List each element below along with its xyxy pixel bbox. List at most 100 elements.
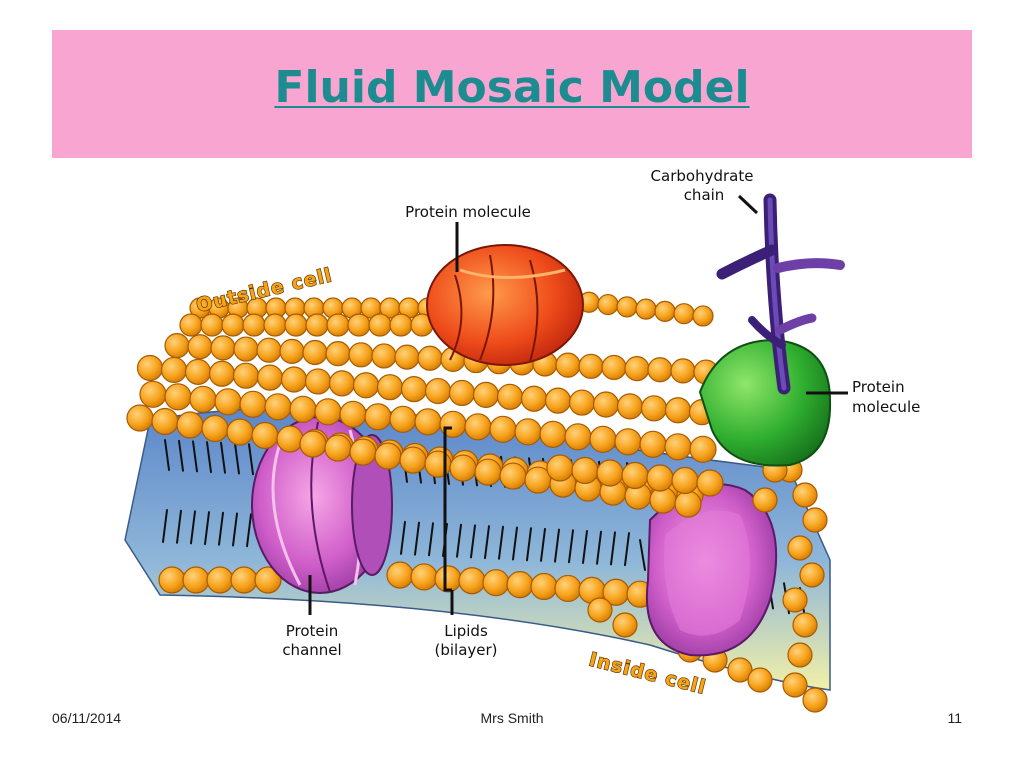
lipid-head [624,356,650,382]
slide-date: 06/11/2014 [52,710,122,726]
lipid-head [670,358,696,384]
lipid-head [239,390,267,418]
lipid-tail [526,527,532,562]
lipid-head [136,354,164,382]
lipid-tail [204,511,210,546]
label-protein-molecule-right-line2: molecule [852,398,920,416]
lipid-head [305,313,329,337]
lipid-head [176,411,204,439]
lipid-head [233,336,259,362]
lipid-head [214,388,242,416]
protein-molecule-red [426,244,584,366]
lipid-head [304,368,332,395]
lipid-head [139,380,167,408]
lipid-head [689,435,717,463]
label-lipids-line1: Lipids [444,622,488,640]
slide-title: Fluid Mosaic Model [274,62,750,113]
lipid-head [564,423,592,451]
lipid-head [612,612,638,638]
lipid-head [482,569,510,597]
lipid-head [674,490,702,518]
lipid-head [546,454,574,482]
lipid-tail [234,442,240,475]
lipid-head [616,296,638,318]
lipid-head [472,381,500,408]
label-protein-channel-line1: Protein [286,622,339,640]
lipid-head [349,438,377,466]
lipid-head [424,377,452,405]
lipid-head [394,344,420,370]
lipid-head [597,293,619,316]
lipid-head [256,337,282,363]
lipid-tail [206,441,212,474]
lipid-head [184,358,212,385]
lipid-head [514,418,542,446]
lipid-head [347,313,371,337]
lipid-head [727,657,753,683]
lipid-head [578,353,604,379]
lipid-tail [162,509,168,543]
lipid-head [489,415,517,443]
lipid-head [200,313,224,337]
lipid-head [692,305,714,327]
lipid-head [449,454,477,482]
lipid-head [284,313,308,337]
lipid-tail [414,521,420,556]
lipid-head [364,403,392,431]
lipid-head [263,313,287,337]
lipid-tail [400,520,406,555]
lipid-head [158,566,186,594]
lipid-head [747,667,773,693]
slide-page-number: 11 [947,710,962,726]
lipid-head [635,298,657,320]
lipid-head [799,562,825,588]
label-protein-channel-line2: channel [282,641,341,659]
lipid-heads-outer-layer [126,291,828,713]
lipid-tail [428,522,434,557]
lipid-head [673,303,695,325]
lipid-head [226,418,254,446]
lipid-head [616,393,644,420]
lipid-head [571,456,599,485]
lipid-head [544,387,572,414]
lipid-head [164,333,190,359]
lipid-head [368,313,392,337]
lipid-tail [610,531,616,566]
lipid-head [221,313,245,337]
lipid-head [614,428,642,456]
lipid-head [348,342,374,368]
lipid-head [792,612,818,638]
lipid-head [654,300,676,322]
label-protein-molecule-top: Protein molecule [405,203,531,221]
lipid-head [279,338,305,364]
lipid-head [371,343,397,369]
lipid-head [664,397,692,424]
lipid-head [802,687,828,713]
label-lipids-line2: (bilayer) [434,641,497,659]
lipid-head [179,313,203,337]
lipid-head [787,535,813,561]
lipid-head [289,395,317,423]
lipid-head [554,574,582,603]
lipid-head [189,385,217,413]
lipid-tail [178,439,184,472]
lipid-head [256,364,284,391]
lipid-head [782,587,808,613]
lipid-head [242,313,266,337]
lipid-head [458,567,486,595]
protein-molecule-green [698,338,832,467]
lipid-head [276,425,304,453]
lipid-head [646,464,674,492]
lipid-tail [639,539,646,571]
lipid-head [621,461,649,490]
lipid-head [647,357,673,383]
lipid-tail [540,527,546,562]
lipid-head [376,374,404,401]
lipid-head [601,354,627,381]
lipid-head [299,430,327,458]
lipid-head [328,370,356,397]
lipid-head [232,362,260,389]
lipid-tail [246,513,252,548]
lipid-head [792,482,818,508]
